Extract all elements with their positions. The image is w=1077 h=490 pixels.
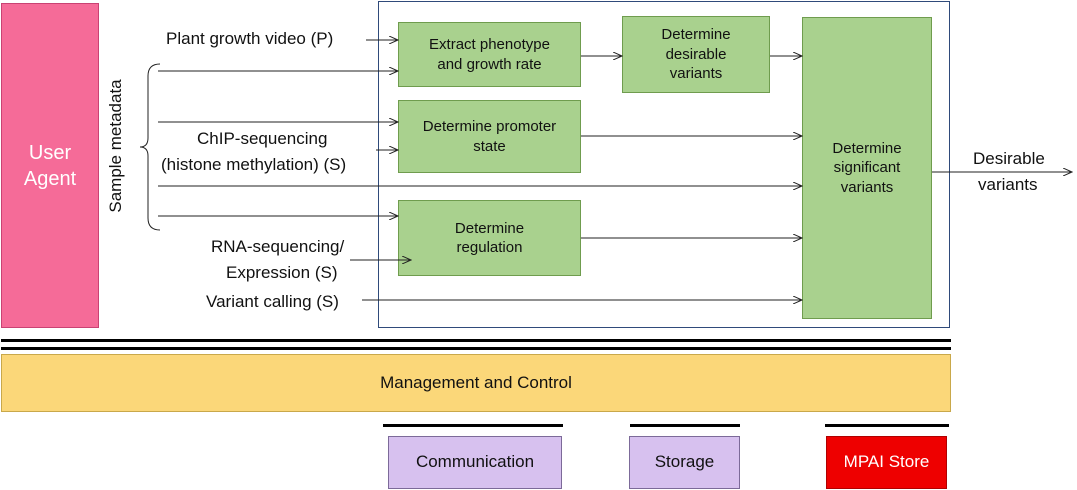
output-label-line1: Desirable <box>973 149 1045 168</box>
output-label-line2: variants <box>978 175 1038 194</box>
extract-phenotype-module: Extract phenotype and growth rate <box>398 22 581 87</box>
significant-line2: significant <box>833 159 901 177</box>
desirable-line3: variants <box>669 65 723 83</box>
storage-bar <box>630 424 740 427</box>
rna-sequencing-label-line2: Expression (S) <box>226 263 338 282</box>
management-label: Management and Control <box>380 372 572 392</box>
variant-calling-label: Variant calling (S) <box>206 292 339 311</box>
storage-module: Storage <box>629 436 740 489</box>
extract-line2: and growth rate <box>437 55 542 73</box>
promoter-line1: Determine promoter <box>422 118 557 135</box>
desirable-line2: desirable <box>665 45 727 63</box>
metadata-brace <box>139 63 161 231</box>
determine-desirable-variants-module: Determine desirable variants <box>622 16 770 93</box>
mpai-store-module: MPAI Store <box>826 436 947 489</box>
regulation-line2: regulation <box>456 239 523 256</box>
management-and-control-bar: Management and Control <box>1 354 951 412</box>
determine-regulation-module: Determine regulation <box>398 200 581 276</box>
mpai-store-bar <box>825 424 949 427</box>
promoter-line2: state <box>473 137 506 155</box>
separator-bar-bottom <box>1 347 951 350</box>
mpai-store-label: MPAI Store <box>843 452 930 472</box>
separator-bar-top <box>1 339 951 342</box>
user-agent-label-line1: User <box>28 141 72 164</box>
determine-promoter-state-module: Determine promoter state <box>398 100 581 173</box>
extract-line1: Extract phenotype <box>429 36 550 53</box>
workflow-frame <box>378 1 950 328</box>
storage-label: Storage <box>654 452 715 472</box>
communication-module: Communication <box>388 436 562 489</box>
user-agent-block: User Agent <box>1 3 99 328</box>
plant-growth-video-label: Plant growth video (P) <box>166 29 334 48</box>
chip-sequencing-label-line2: (histone methylation) (S) <box>161 155 347 174</box>
communication-bar <box>383 424 563 427</box>
communication-label: Communication <box>415 452 535 472</box>
chip-sequencing-label-line1: ChIP-sequencing <box>197 129 328 148</box>
determine-significant-variants-module: Determine significant variants <box>802 17 932 319</box>
significant-line1: Determine <box>832 139 902 157</box>
desirable-line1: Determine <box>661 26 731 44</box>
regulation-line1: Determine <box>454 219 525 237</box>
user-agent-label-line2: Agent <box>23 167 77 190</box>
rna-sequencing-label-line1: RNA-sequencing/ <box>211 237 345 256</box>
significant-line3: variants <box>840 178 894 196</box>
